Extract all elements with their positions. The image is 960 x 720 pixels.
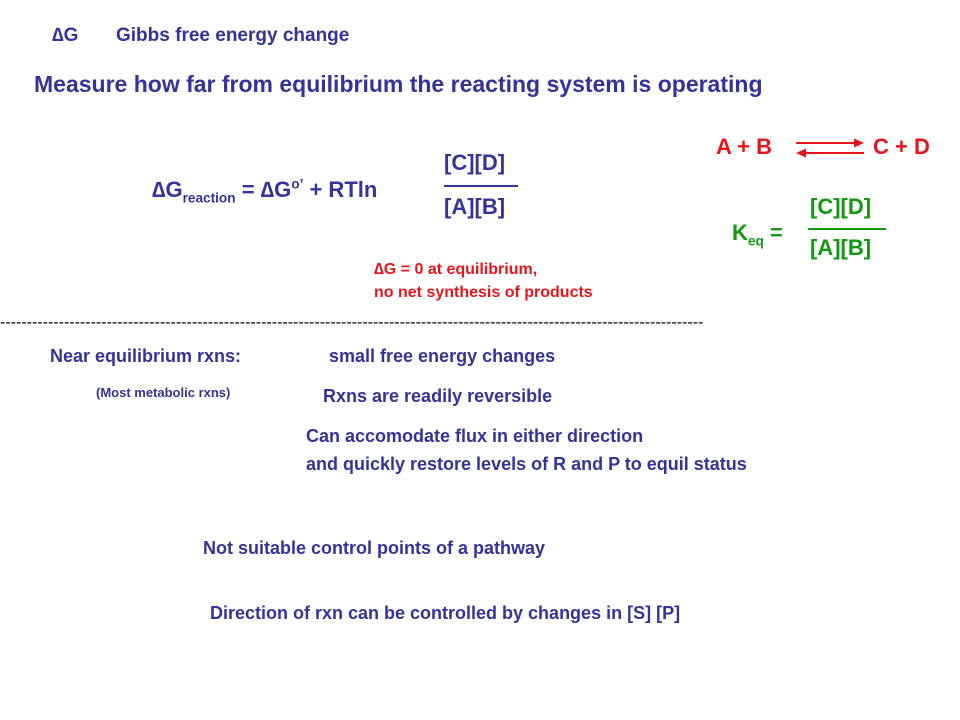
keq-equals: =	[763, 220, 783, 245]
equation-numerator: [C][D]	[444, 150, 506, 175]
keq-numerator: [C][D]	[810, 194, 872, 219]
equation-delta-g: ∆G	[152, 177, 183, 202]
slide-title: Measure how far from equilibrium the rea…	[34, 71, 763, 97]
equilibrium-arrows-icon	[796, 138, 864, 158]
point-control: Not suitable control points of a pathway	[203, 538, 546, 558]
equation-denominator: [A][B]	[444, 194, 506, 219]
keq-sub-eq: eq	[747, 233, 764, 249]
gibbs-definition: Gibbs free energy change	[116, 25, 350, 46]
gibbs-equation: ∆Greaction = ∆Go’ + RTln	[152, 176, 378, 206]
keq-fraction-bar	[808, 228, 886, 230]
equilibrium-note-line1: ∆G = 0 at equilibrium,	[374, 261, 538, 278]
keq-k: K	[732, 220, 748, 245]
point-flux-line2: and quickly restore levels of R and P to…	[306, 454, 747, 474]
keq-denominator: [A][B]	[810, 235, 872, 260]
equation-sup-standard: o’	[291, 176, 304, 192]
equilibrium-note-line2: no net synthesis of products	[374, 284, 593, 301]
reaction-products: C + D	[873, 134, 930, 159]
equation-fraction-bar	[444, 185, 518, 187]
near-eq-heading: Near equilibrium rxns:	[50, 346, 242, 366]
near-eq-description: small free energy changes	[329, 346, 556, 366]
keq-label: Keq =	[732, 220, 783, 249]
delta-g-symbol: ∆G	[52, 25, 79, 46]
point-direction: Direction of rxn can be controlled by ch…	[210, 603, 681, 623]
point-reversible: Rxns are readily reversible	[323, 386, 553, 406]
section-divider: ----------------------------------------…	[0, 314, 704, 331]
reaction-reactants: A + B	[716, 134, 773, 159]
equation-equals-delta-g: = ∆G	[235, 177, 292, 202]
near-eq-subnote: (Most metabolic rxns)	[96, 385, 231, 400]
point-flux-line1: Can accomodate flux in either direction	[306, 426, 644, 446]
equation-rt-ln: + RTln	[303, 177, 378, 202]
equation-sub-reaction: reaction	[182, 190, 236, 206]
